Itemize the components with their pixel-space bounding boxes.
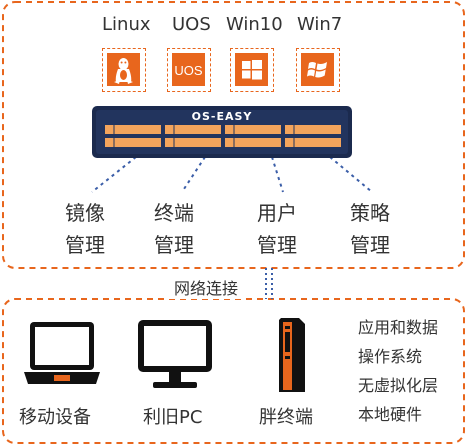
os-label-win7: Win7 <box>297 14 343 35</box>
os-label-win10: Win10 <box>226 14 283 35</box>
server-brand: OS-EASY <box>191 110 253 123</box>
mgmt-line2: 管理 <box>257 233 297 257</box>
mgmt-line1: 用户 <box>257 201 297 225</box>
win10-icon <box>230 48 274 92</box>
mgmt-line1: 终端 <box>154 201 194 225</box>
layer-item: 操作系统 <box>358 347 423 366</box>
os-label-linux: Linux <box>102 14 151 35</box>
terminal-management: 终端 管理 <box>144 197 204 261</box>
monitor-icon <box>135 318 215 396</box>
layer-item: 无虚拟化层 <box>358 376 439 395</box>
image-management: 镜像 管理 <box>55 197 115 261</box>
layer-item: 应用和数据 <box>358 318 439 337</box>
fat-terminal-icon <box>273 316 311 400</box>
device-label-fat-terminal: 胖终端 <box>259 407 313 428</box>
mgmt-line1: 镜像 <box>65 201 105 225</box>
user-management: 用户 管理 <box>247 197 307 261</box>
svg-text:UOS: UOS <box>174 63 203 78</box>
server-icon: OS-EASY <box>92 104 352 160</box>
policy-management: 策略 管理 <box>340 197 400 261</box>
layer-item: 本地硬件 <box>358 405 423 424</box>
device-label-legacy-pc: 利旧PC <box>143 407 203 428</box>
mgmt-line2: 管理 <box>65 233 105 257</box>
mgmt-line1: 策略 <box>350 201 390 225</box>
uos-icon: UOS <box>167 48 211 92</box>
mgmt-line2: 管理 <box>154 233 194 257</box>
win7-icon <box>296 48 340 92</box>
laptop-icon <box>22 320 102 390</box>
network-connection-label: 网络连接 <box>168 275 245 299</box>
device-label-mobile: 移动设备 <box>19 407 91 428</box>
mgmt-line2: 管理 <box>350 233 390 257</box>
layer-list: 应用和数据 操作系统 无虚拟化层 本地硬件 <box>358 313 438 429</box>
linux-icon <box>102 48 146 92</box>
os-label-uos: UOS <box>172 14 211 35</box>
